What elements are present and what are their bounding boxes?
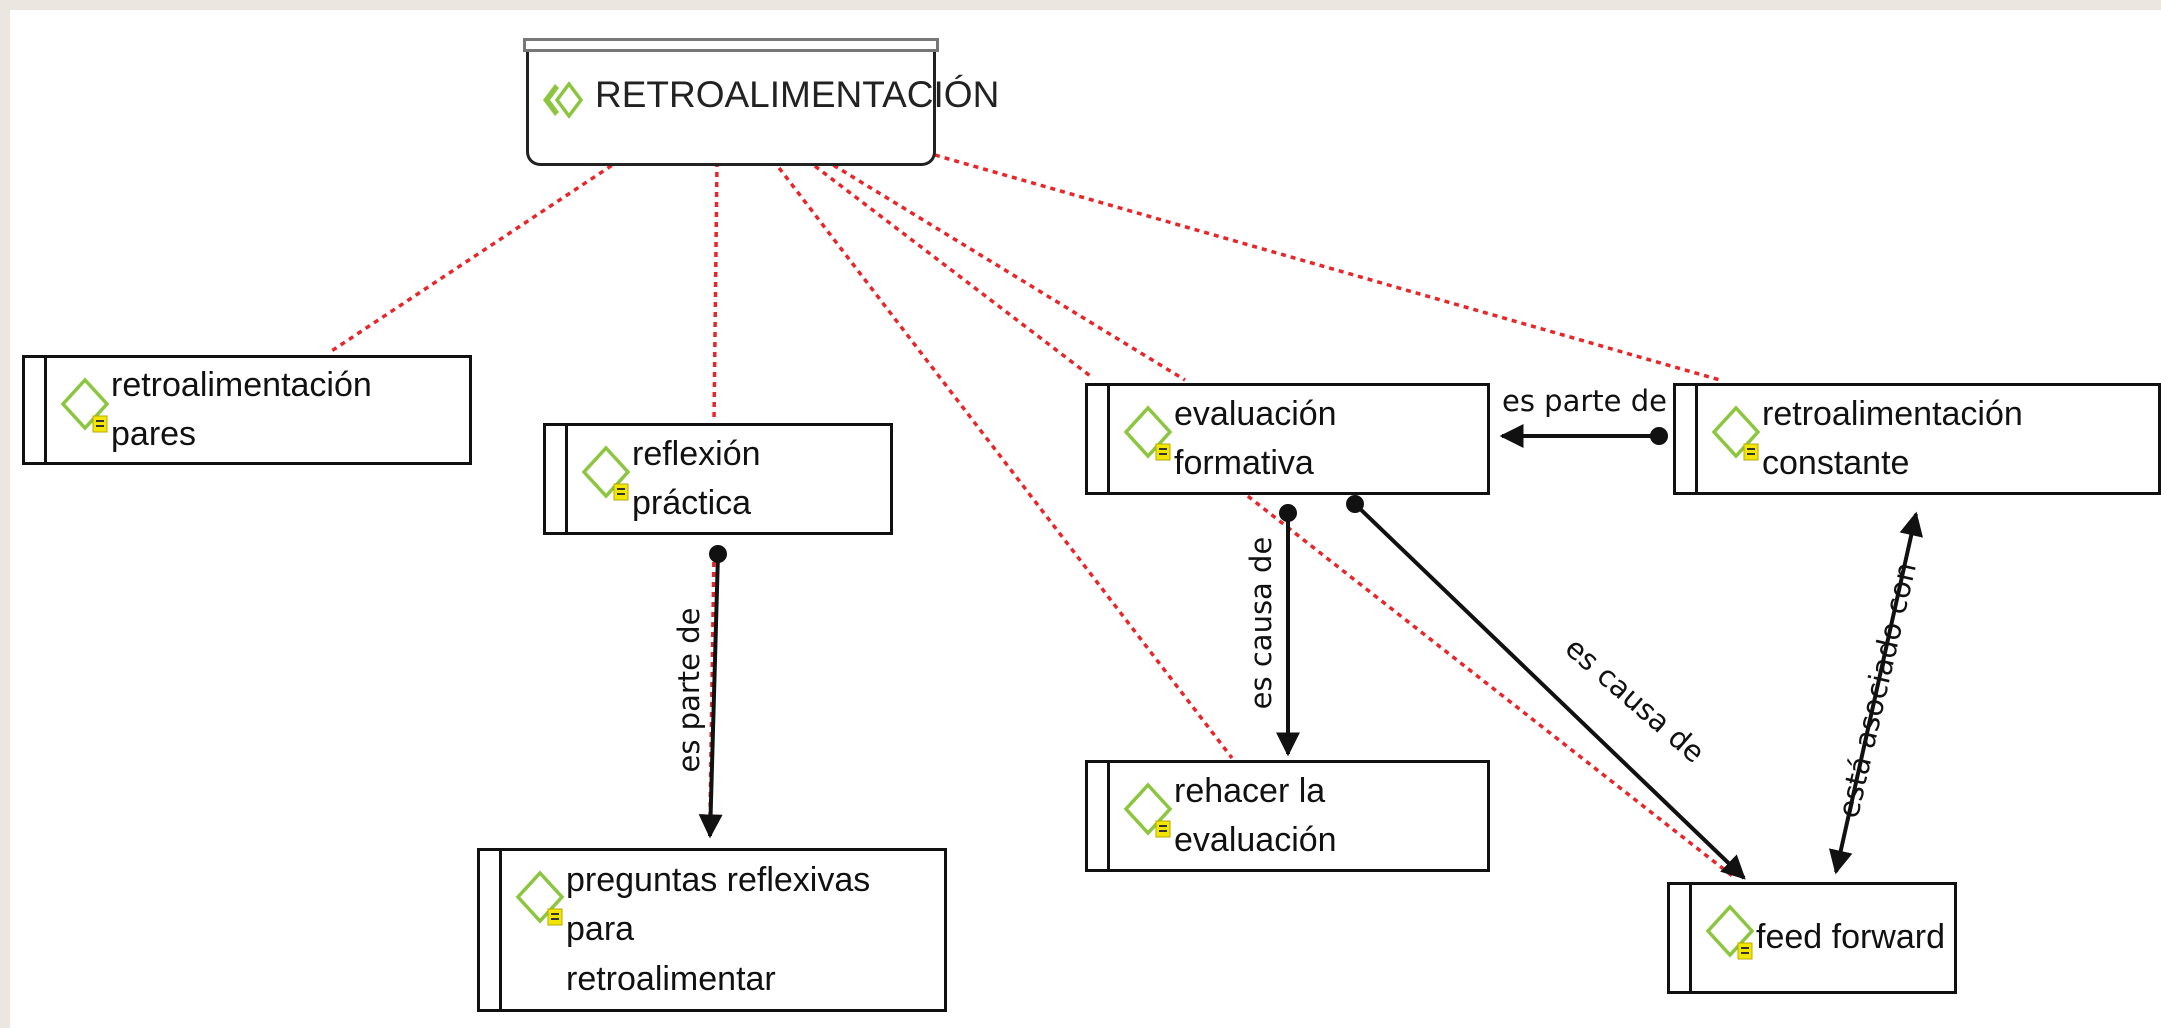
link-line-constante-feed — [1828, 511, 1924, 875]
dotted-connector-formativa-a — [805, 158, 1095, 380]
root-label: RETROALIMENTACIÓN — [595, 74, 1000, 115]
node-sidebar — [1670, 885, 1692, 991]
link-start-dot — [1650, 427, 1668, 445]
node-sidebar — [1088, 763, 1110, 869]
link-start-dot — [1346, 495, 1364, 513]
concept-label: rehacer la evaluación — [1174, 771, 1337, 859]
concept-note-icon — [1123, 782, 1173, 838]
double-chevron-icon — [543, 81, 583, 119]
concept-label: reflexión práctica — [632, 434, 761, 522]
concept-reflexion-practica[interactable]: reflexión práctica — [543, 423, 893, 535]
concept-preguntas-reflexivas[interactable]: preguntas reflexivas para retroalimentar — [477, 848, 947, 1012]
concept-evaluacion-formativa[interactable]: evaluación formativa — [1085, 383, 1490, 495]
concept-note-icon — [515, 870, 565, 926]
concept-label: retroalimentación constante — [1762, 394, 2023, 482]
node-sidebar — [480, 851, 502, 1009]
concept-map-canvas: RETROALIMENTACIÓN retroalimentación pare… — [10, 10, 2161, 1028]
link-line-formativa-feed — [1353, 502, 1746, 880]
node-sidebar — [1676, 386, 1698, 492]
link-label-es-causa-de: es causa de — [1244, 536, 1278, 710]
link-start-dot — [709, 545, 727, 563]
concept-label: preguntas reflexivas para retroalimentar — [566, 861, 871, 998]
node-sidebar — [1088, 386, 1110, 492]
connector-layer — [329, 153, 1924, 880]
concept-note-icon — [1705, 904, 1755, 960]
concept-note-icon — [581, 445, 631, 501]
concept-feed-forward[interactable]: feed forward — [1667, 882, 1957, 994]
dotted-connector-constante — [934, 153, 1721, 382]
link-start-dot — [1279, 504, 1297, 522]
concept-retroalimentacion-pares[interactable]: retroalimentación pares — [22, 355, 472, 465]
dotted-connector-formativa-b — [824, 158, 1186, 382]
concept-retroalimentacion-constante[interactable]: retroalimentación constante — [1673, 383, 2161, 495]
link-label-es-parte-de: es parte de — [672, 607, 706, 773]
concept-note-icon — [60, 377, 110, 433]
root-tab — [523, 38, 939, 52]
link-line-reflexion-preguntas — [698, 553, 723, 839]
dotted-connector-reflexion — [712, 161, 719, 423]
dotted-connector-pares — [329, 158, 621, 354]
concept-note-icon — [1711, 405, 1761, 461]
concept-rehacer-evaluacion[interactable]: rehacer la evaluación — [1085, 760, 1490, 872]
concept-label: retroalimentación pares — [111, 365, 372, 453]
root-concept[interactable]: RETROALIMENTACIÓN — [523, 38, 999, 166]
concept-note-icon — [1123, 405, 1173, 461]
dotted-connector-feed — [1238, 488, 1737, 880]
concept-label: evaluación formativa — [1174, 394, 1337, 482]
concept-label: feed forward — [1756, 918, 1945, 957]
link-label-es-parte-de: es parte de — [1502, 384, 1667, 418]
node-sidebar — [546, 426, 568, 532]
node-sidebar — [25, 358, 47, 462]
